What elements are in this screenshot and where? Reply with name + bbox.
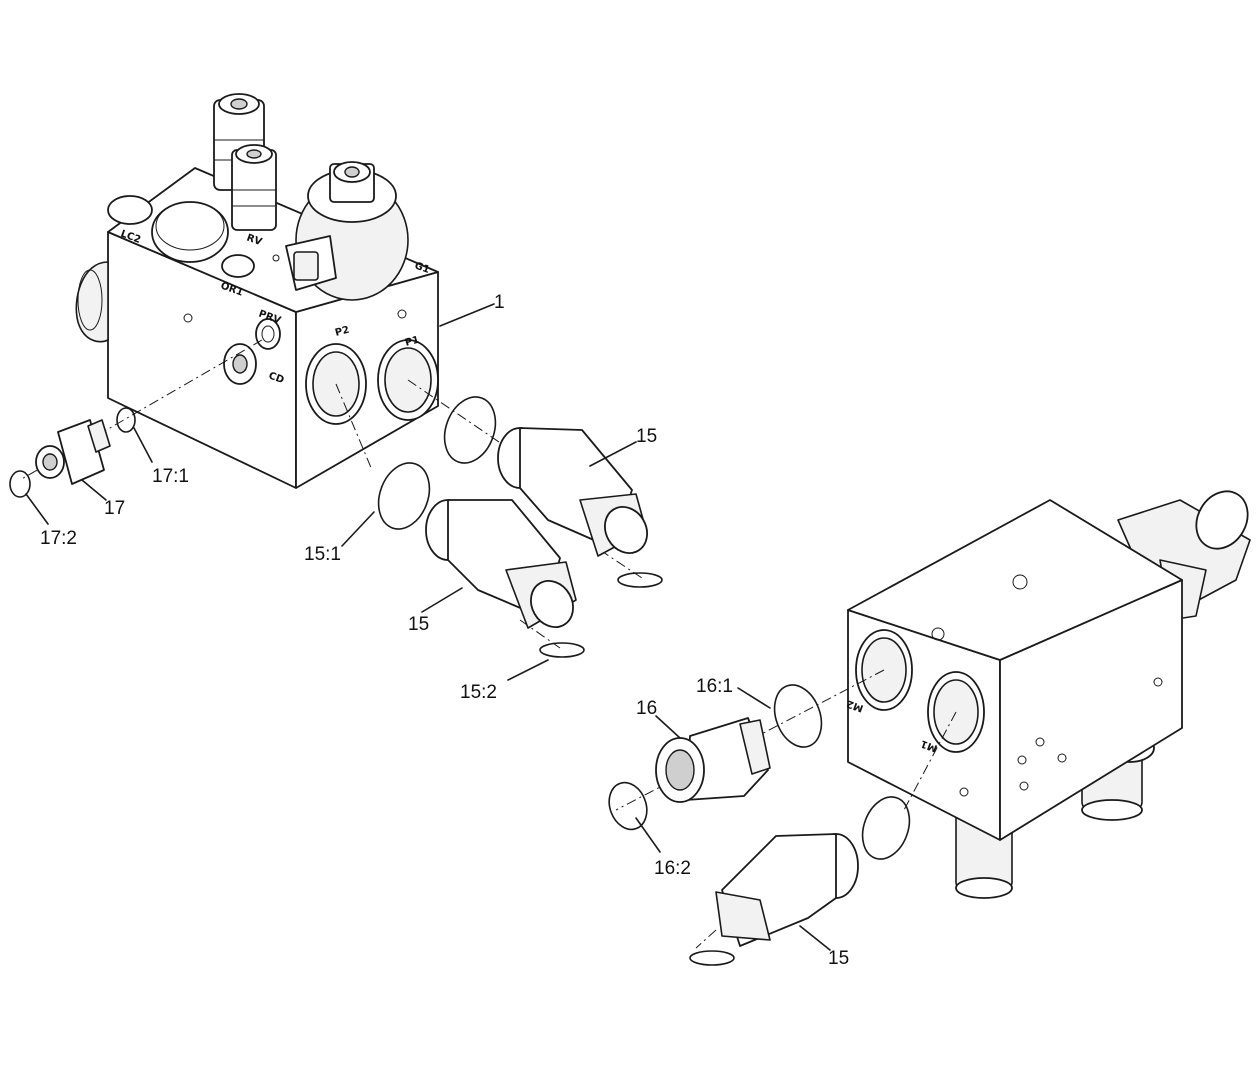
o-ring-15-1	[377, 462, 431, 530]
callout-16: 16	[636, 698, 657, 719]
valve-block-left	[75, 93, 439, 489]
elbow-fitting-15-lower	[425, 499, 577, 629]
callout-17-1: 17:1	[152, 466, 189, 487]
o-ring-15-2-upper	[617, 572, 663, 588]
port-label-m1: M1	[919, 737, 939, 753]
o-ring-15-2	[539, 642, 585, 658]
o-ring-15-1-upper	[443, 396, 497, 464]
port-label-g1: G1	[413, 260, 431, 276]
callout-16-2: 16:2	[654, 858, 691, 879]
fitting-16	[655, 717, 771, 803]
callout-1: 1	[494, 292, 505, 313]
port-label-m2: M2	[845, 697, 865, 713]
port-label-rv: RV	[245, 232, 264, 248]
o-ring-16-2	[608, 781, 648, 831]
o-ring-15-right	[861, 796, 911, 860]
callout-17: 17	[104, 498, 125, 519]
o-ring-17-1	[116, 407, 136, 433]
callout-16-1: 16:1	[696, 676, 733, 697]
port-label-cd: CD	[267, 370, 285, 386]
leader-lines	[25, 303, 831, 951]
port-label-p1: P1	[404, 335, 421, 349]
o-ring-16-1	[773, 684, 823, 748]
callout-15-lower: 15	[408, 614, 429, 635]
valve-block-right	[847, 490, 1251, 899]
o-ring-15-right-bottom	[689, 950, 735, 966]
callout-17-2: 17:2	[40, 528, 77, 549]
callout-15-1: 15:1	[304, 544, 341, 565]
elbow-fitting-15-right	[715, 833, 859, 947]
callout-15-right: 15	[828, 948, 849, 969]
callout-15-upper: 15	[636, 426, 657, 447]
fitting-17	[35, 419, 111, 485]
o-ring-17-2	[9, 470, 31, 498]
callout-15-2: 15:2	[460, 682, 497, 703]
port-label-p2: P2	[334, 325, 351, 339]
